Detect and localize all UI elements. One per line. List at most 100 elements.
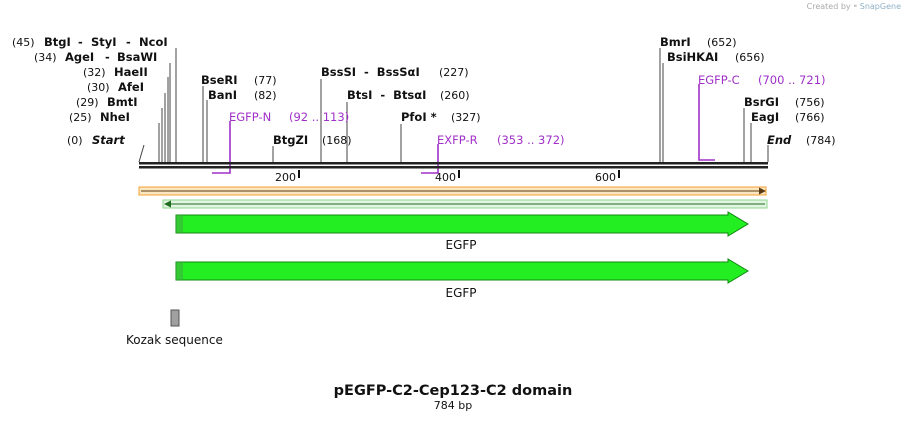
tick-label-600: 600 <box>595 171 616 184</box>
site-pos: (656) <box>735 51 765 64</box>
primer-range: (353 .. 372) <box>497 133 565 147</box>
site-nhei[interactable]: (25) NheI <box>69 110 130 124</box>
site-bsihkai[interactable]: BsiHKAI (656) <box>667 50 765 64</box>
feature-egfp-2[interactable]: EGFP <box>175 258 749 300</box>
site-haeii[interactable]: (32) HaeII <box>83 65 148 79</box>
feature-label: EGFP <box>445 238 476 252</box>
site-agei-bsawi[interactable]: (34) AgeI - BsaWI <box>34 50 157 64</box>
site-pos: (327) <box>451 111 481 124</box>
end-label: End <box>767 133 792 147</box>
site-name: StyI <box>91 35 117 49</box>
site-eagi[interactable]: EagI (766) <box>751 110 825 124</box>
feature-kozak[interactable]: Kozak sequence <box>126 309 223 347</box>
feature-start-hatch <box>176 262 183 280</box>
site-btgzi[interactable]: BtgZI (168) <box>273 133 352 147</box>
primer-egfp-n[interactable]: EGFP-N (92 .. 113) <box>212 110 349 174</box>
primer-name: EGFP-N <box>229 110 271 124</box>
site-name: NheI <box>100 110 130 124</box>
site-name: BsiHKAI <box>667 50 718 64</box>
feature-label: EGFP <box>445 286 476 300</box>
site-afei[interactable]: (30) AfeI <box>87 80 144 94</box>
site-name: BmtI <box>107 95 138 109</box>
site-pos: (260) <box>440 89 470 102</box>
primer-binding-mark <box>212 121 231 174</box>
site-name: BtgI <box>44 35 71 49</box>
feature-arrow <box>175 258 749 284</box>
primer-egfp-c[interactable]: EGFP-C (700 .. 721) <box>698 73 826 161</box>
start-label: Start <box>92 133 125 147</box>
separator: - <box>78 35 83 49</box>
site-name: BseRI <box>201 73 238 87</box>
site-pos: (30) <box>87 81 110 94</box>
site-connectors <box>138 48 769 163</box>
site-bsssi-bsssai[interactable]: BssSI - BssSαI (227) <box>321 65 469 79</box>
feature-start-hatch <box>176 215 183 233</box>
site-pos: (766) <box>795 111 825 124</box>
site-pos: (168) <box>322 134 352 147</box>
site-pos: (652) <box>707 36 737 49</box>
primer-binding-mark <box>698 84 715 161</box>
site-pos: (32) <box>83 66 106 79</box>
feature-egfp-1[interactable]: EGFP <box>175 211 749 252</box>
site-name: EagI <box>751 110 779 124</box>
site-name: BsaWI <box>117 50 157 64</box>
site-btgi-styi-ncoi[interactable]: (45) BtgI - StyI - NcoI <box>12 35 168 49</box>
site-pos: (77) <box>254 74 277 87</box>
orf-forward[interactable] <box>138 186 767 196</box>
separator: - <box>126 35 131 49</box>
site-btsi-btsai[interactable]: BtsI - BtsαI (260) <box>347 88 470 102</box>
primer-exfp-r[interactable]: EXFP-R (353 .. 372) <box>421 133 565 174</box>
snapgene-logo-icon: ⁌ <box>853 2 858 11</box>
orf-reverse[interactable] <box>162 199 768 209</box>
primer-name: EGFP-C <box>698 73 740 87</box>
site-pos: (25) <box>69 111 92 124</box>
ruler: 200 400 600 <box>275 170 620 184</box>
plasmid-name: pEGFP-C2-Cep123-C2 domain <box>334 383 573 399</box>
site-pos: (29) <box>76 96 99 109</box>
primer-name: EXFP-R <box>437 133 478 147</box>
start-pos: (0) <box>67 134 83 147</box>
feature-arrow <box>175 211 749 237</box>
map-title: pEGFP-C2-Cep123-C2 domain 784 bp <box>334 383 573 412</box>
site-pos: (227) <box>439 66 469 79</box>
site-pfoi[interactable]: PfoI * (327) <box>401 110 481 124</box>
site-bmri[interactable]: BmrI (652) <box>660 35 737 49</box>
plasmid-length: 784 bp <box>434 399 472 412</box>
site-pos: (756) <box>795 96 825 109</box>
credit-prefix: Created by <box>806 2 851 11</box>
site-bsrgi[interactable]: BsrGI (756) <box>744 95 825 109</box>
site-bseri[interactable]: BseRI (77) <box>201 73 277 87</box>
dna-backbone <box>139 162 768 169</box>
site-name: BsrGI <box>744 95 779 109</box>
site-bani[interactable]: BanI (82) <box>208 88 277 102</box>
kozak-box <box>170 309 180 327</box>
site-bmti[interactable]: (29) BmtI <box>76 95 138 109</box>
site-name: BtsI - BtsαI <box>347 88 426 102</box>
primer-range: (700 .. 721) <box>758 73 826 87</box>
primer-binding-mark <box>421 144 439 174</box>
site-name: BtgZI <box>273 133 308 147</box>
tick-label-200: 200 <box>275 171 296 184</box>
site-name: BssSI - BssSαI <box>321 65 420 79</box>
tick-label-400: 400 <box>435 171 456 184</box>
separator: - <box>105 50 110 64</box>
site-name: AfeI <box>118 80 144 94</box>
site-name: PfoI * <box>401 110 437 124</box>
feature-label: Kozak sequence <box>126 333 223 347</box>
arrow-left-icon <box>164 200 171 208</box>
end-pos: (784) <box>806 134 836 147</box>
sequence-end: End (784) <box>767 133 836 147</box>
arrow-right-icon <box>759 187 766 195</box>
site-name: BanI <box>208 88 237 102</box>
sequence-start: (0) Start <box>67 133 125 147</box>
site-name: NcoI <box>139 35 168 49</box>
credit-brand: SnapGene <box>859 2 901 11</box>
snapgene-credit: Created by ⁌ SnapGene <box>807 2 901 11</box>
site-pos: (34) <box>34 51 57 64</box>
site-pos: (45) <box>12 36 35 49</box>
site-name: AgeI <box>65 50 94 64</box>
primer-range: (92 .. 113) <box>289 110 349 124</box>
site-name: HaeII <box>114 65 148 79</box>
site-name: BmrI <box>660 35 691 49</box>
